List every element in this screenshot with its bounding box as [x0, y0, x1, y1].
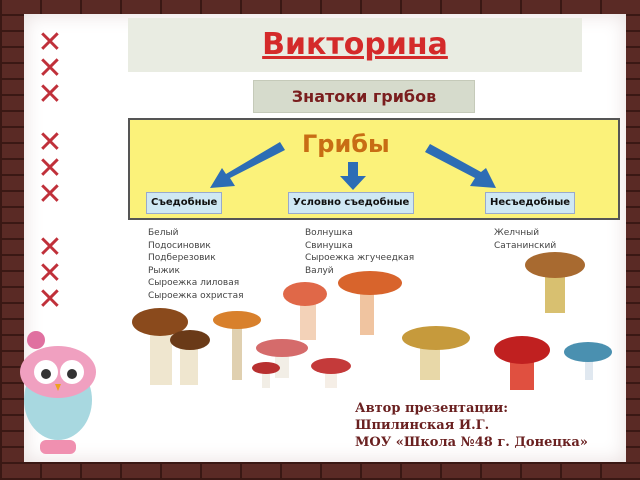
- arrow-right-icon: [425, 144, 496, 188]
- author-name: Шпилинская И.Г.: [355, 418, 490, 433]
- author-label: Автор презентации:: [355, 401, 509, 416]
- list-item: Сыроежка охристая: [148, 290, 244, 301]
- list-item: Сыроежка лиловая: [148, 278, 240, 288]
- list-item: Подосиновик: [148, 240, 211, 251]
- lace-decoration: ✕✕✕: [37, 125, 63, 212]
- list-item: Рыжик: [148, 265, 180, 276]
- edible-list: Белый Подосиновик Подберезовик Рыжик Сыр…: [148, 227, 244, 302]
- title-box: Викторина: [128, 18, 582, 72]
- list-item: Сатанинский: [494, 240, 557, 251]
- arrows: [210, 142, 496, 190]
- author-school: МОУ «Школа №48 г. Донецка»: [355, 435, 588, 450]
- slide-title: Викторина: [262, 27, 448, 62]
- lace-decoration: ✕✕✕: [37, 230, 63, 317]
- list-item: Белый: [148, 228, 179, 238]
- arrow-left-icon: [210, 142, 285, 188]
- list-item: Сыроежка жгучеедкая: [305, 253, 415, 263]
- category-conditional: Условно съедобные: [288, 192, 415, 214]
- author-info: Автор презентации: Шпилинская И.Г. МОУ «…: [355, 400, 625, 451]
- list-item: Подберезовик: [148, 253, 216, 263]
- list-item: Желчный: [494, 228, 540, 238]
- category-edible: Съедобные: [146, 192, 223, 214]
- conditional-list: Волнушка Свинушка Сыроежка жгучеедкая Ва…: [305, 227, 414, 277]
- list-item: Волнушка: [305, 228, 353, 238]
- diagram-title: Грибы: [302, 130, 390, 158]
- slide-subtitle: Знатоки грибов: [291, 87, 437, 106]
- arrow-down-icon: [340, 162, 366, 190]
- subtitle-box: Знатоки грибов: [253, 80, 475, 113]
- lace-decoration: ✕✕✕: [37, 25, 63, 112]
- list-item: Валуй: [305, 265, 334, 276]
- inedible-list: Желчный Сатанинский: [494, 227, 556, 252]
- category-inedible: Несъедобные: [485, 192, 576, 214]
- list-item: Свинушка: [305, 240, 353, 251]
- mushroom-diagram: Грибы Съедобные Условно съедобные Несъед…: [128, 118, 620, 220]
